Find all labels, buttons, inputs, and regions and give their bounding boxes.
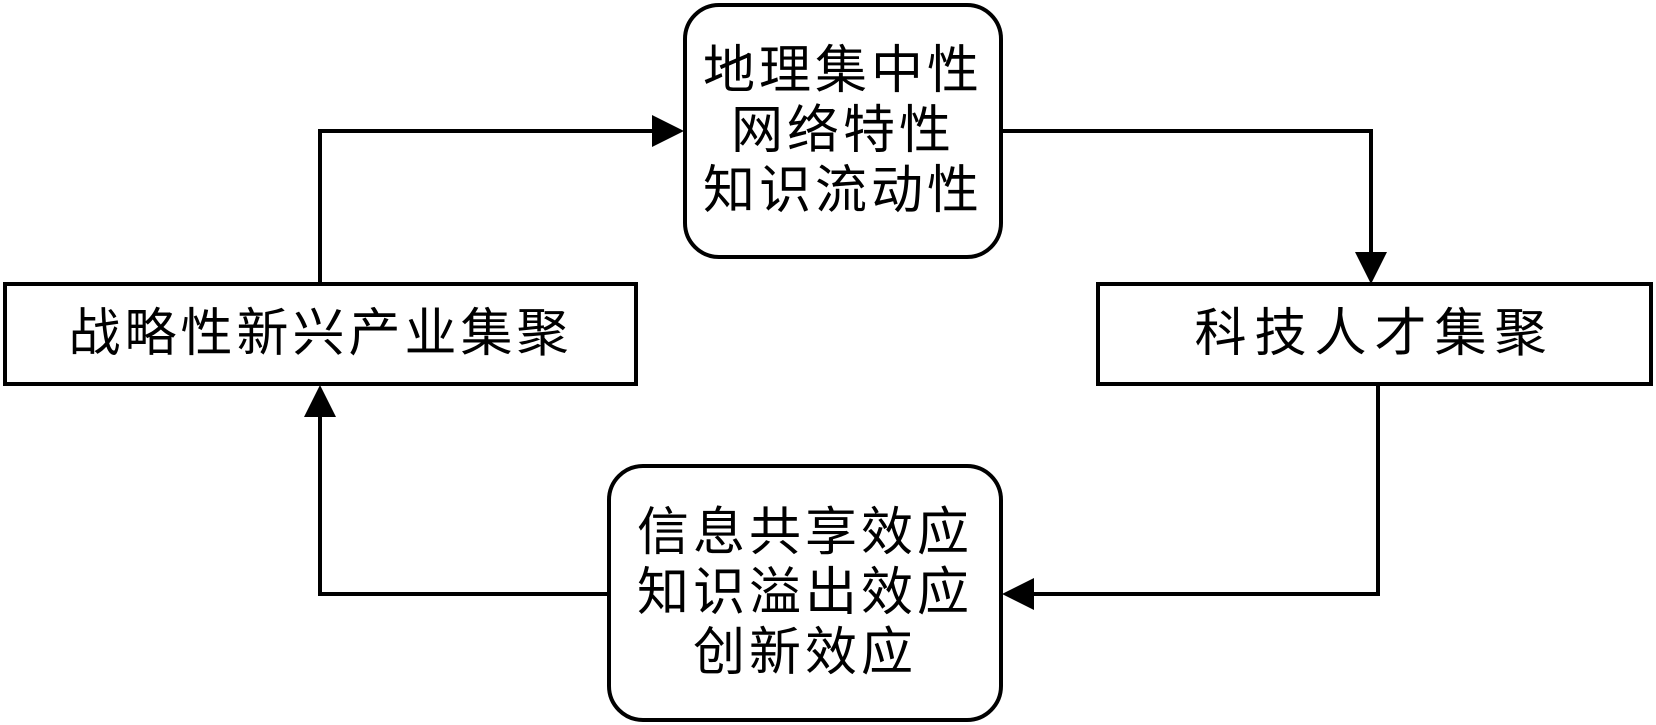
edge-left-to-top	[318, 115, 684, 282]
node-bottom-line-1: 信息共享效应	[636, 503, 973, 563]
edge-top-to-right	[1003, 129, 1387, 284]
node-effects: 信息共享效应 知识溢出效应 创新效应	[607, 464, 1003, 722]
node-top-line-3: 知识流动性	[702, 161, 983, 221]
node-bottom-line-2: 知识溢出效应	[636, 563, 973, 623]
node-top-line-1: 地理集中性	[702, 41, 983, 101]
node-top-line-2: 网络特性	[730, 101, 955, 161]
edge-right-to-bottom	[1002, 386, 1380, 610]
edge-bottom-to-left	[304, 385, 607, 596]
node-geographic-network-knowledge: 地理集中性 网络特性 知识流动性	[683, 3, 1003, 259]
node-sci-tech-talent-cluster: 科技人才集聚	[1096, 282, 1653, 386]
node-strategic-emerging-industry-cluster: 战略性新兴产业集聚	[3, 282, 638, 386]
node-left-line-1: 战略性新兴产业集聚	[68, 304, 573, 364]
node-bottom-line-3: 创新效应	[692, 623, 917, 683]
node-right-line-1: 科技人才集聚	[1194, 304, 1555, 364]
